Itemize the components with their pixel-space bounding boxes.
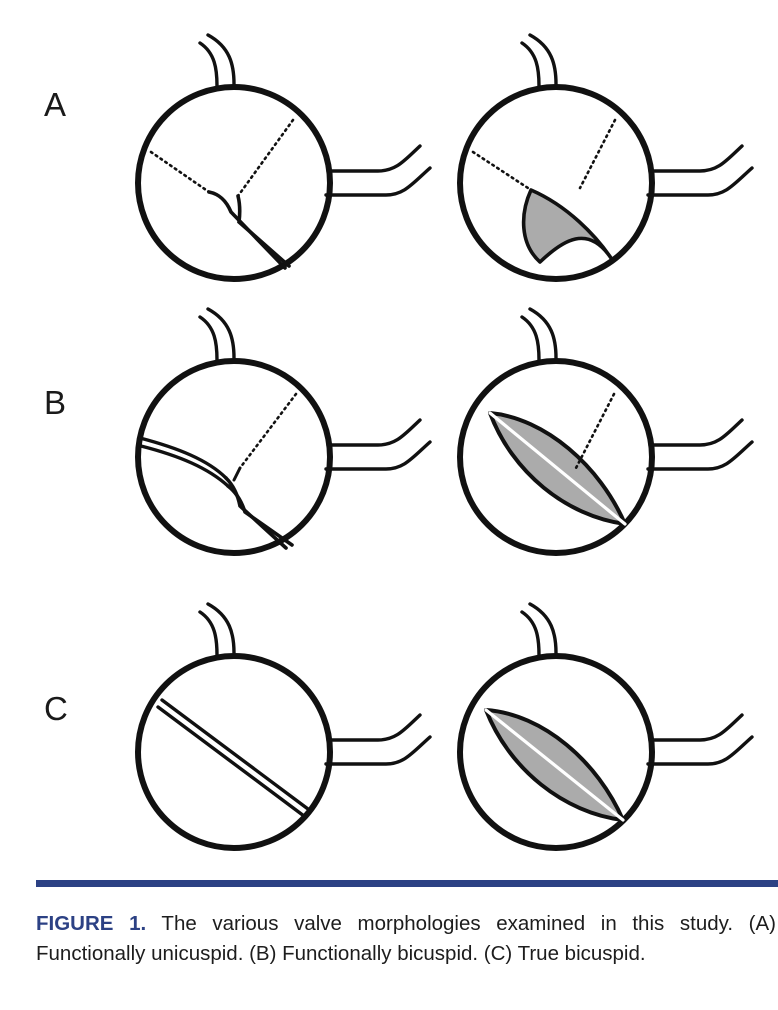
figure-caption-block: FIGURE 1. The various valve morphologies… <box>36 880 778 969</box>
figure-caption-body: The various valve morphologies examined … <box>36 912 776 965</box>
panel-label-c: C <box>44 690 69 727</box>
panel-b-closed-valve <box>135 307 432 556</box>
panel-c-closed-valve <box>135 602 432 851</box>
leaflet-edge-left-lower <box>139 444 230 488</box>
aortic-root-circle <box>135 84 333 282</box>
panel-b-open-valve <box>457 307 754 556</box>
fused-commissure-dotted-upper-right <box>574 392 616 470</box>
orifice-midline <box>488 411 627 526</box>
orifice-midline <box>484 708 625 822</box>
leaflet-edge-right <box>236 194 291 268</box>
figure-number: FIGURE 1. <box>36 912 147 935</box>
panel-c-open-valve <box>457 602 754 851</box>
fused-commissure-dotted-upper-right <box>238 392 298 470</box>
aortic-root-circle <box>457 84 655 282</box>
leaflet-edge-lower-right-b <box>226 484 294 547</box>
coaptation-line-lower <box>156 705 306 818</box>
panel-a-closed-valve <box>135 33 432 282</box>
fused-commissure-dotted-upper-left <box>149 150 211 194</box>
raphe-connector <box>232 466 242 482</box>
leaflet-edge-left-upper <box>138 436 228 480</box>
aortic-root-circle <box>135 358 333 556</box>
panel-label-a: A <box>44 86 67 123</box>
leaflet-edge-left <box>207 190 287 270</box>
valve-orifice-shaded <box>521 188 613 264</box>
fused-commissure-dotted-upper-right <box>236 118 295 198</box>
panel-label-b: B <box>44 384 67 421</box>
figure-caption: FIGURE 1. The various valve morphologies… <box>36 909 776 969</box>
valve-morphology-diagrams <box>135 33 754 851</box>
panel-a-open-valve <box>457 33 754 282</box>
caption-divider-rule <box>36 880 778 887</box>
fused-commissure-dotted-upper-right <box>578 118 617 190</box>
coaptation-line-upper <box>160 698 310 811</box>
fused-commissure-dotted-upper-left <box>471 150 533 192</box>
